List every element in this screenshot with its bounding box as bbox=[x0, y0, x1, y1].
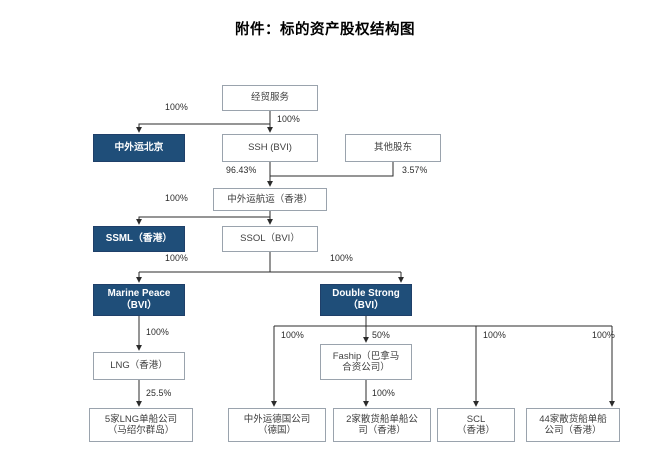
node-sinotrans-beijing[interactable]: 中外运北京 bbox=[93, 134, 185, 162]
edge-label-double-strong-to-sinotrans-de: 100% bbox=[281, 330, 304, 340]
node-label: 中外运德国公司 （德国） bbox=[243, 413, 311, 436]
edge-label-jingmao-to-ssh: 100% bbox=[277, 114, 300, 124]
edge-label-double-strong-to-scl: 100% bbox=[483, 330, 506, 340]
node-label: SCL （香港） bbox=[456, 413, 495, 436]
node-fortyfour-bulk-single-ship-companies[interactable]: 44家散货船单船 公司（香港） bbox=[526, 408, 620, 442]
node-double-strong-bvi[interactable]: Double Strong （BVI） bbox=[320, 284, 412, 316]
edge-label-other-shareholders-to-sinotrans-hk: 3.57% bbox=[402, 165, 428, 175]
edge-label-jingmao-to-sinotrans-bj: 100% bbox=[165, 102, 188, 112]
edge-label-ssol-to-marine-peace: 100% bbox=[165, 253, 188, 263]
node-label: Marine Peace （BVI） bbox=[107, 288, 171, 311]
node-label: SSH (BVI) bbox=[248, 142, 292, 154]
node-lng-hk[interactable]: LNG（香港） bbox=[93, 352, 185, 380]
edge-label-ssh-to-sinotrans-hk: 96.43% bbox=[226, 165, 257, 175]
node-two-bulk-single-ship-companies[interactable]: 2家散货船单船公 司（香港） bbox=[333, 408, 431, 442]
node-label: LNG（香港） bbox=[110, 360, 168, 372]
node-label: 中外运航运（香港） bbox=[227, 193, 313, 205]
node-label: SSML（香港） bbox=[105, 233, 173, 245]
edge-label-double-strong-to-bulk44: 100% bbox=[592, 330, 615, 340]
node-scl-hk[interactable]: SCL （香港） bbox=[437, 408, 515, 442]
node-label: SSOL（BVI） bbox=[240, 233, 300, 245]
node-faship-panama-jv[interactable]: Faship（巴拿马 合资公司） bbox=[320, 344, 412, 380]
node-jingmao-fuwu[interactable]: 经贸服务 bbox=[222, 85, 318, 111]
node-label: 其他股东 bbox=[373, 142, 412, 154]
page-title: 附件：标的资产股权结构图 bbox=[235, 22, 415, 38]
node-label: Double Strong （BVI） bbox=[332, 288, 400, 311]
node-sinotrans-shipping-hk[interactable]: 中外运航运（香港） bbox=[213, 188, 327, 211]
node-label: Faship（巴拿马 合资公司） bbox=[332, 350, 400, 373]
node-label: 经贸服务 bbox=[250, 92, 289, 104]
node-marine-peace-bvi[interactable]: Marine Peace （BVI） bbox=[93, 284, 185, 316]
edge-label-ssol-to-double-strong: 100% bbox=[330, 253, 353, 263]
edge-label-double-strong-to-faship: 50% bbox=[372, 330, 390, 340]
edge-label-marine-peace-to-lng-hk: 100% bbox=[146, 327, 169, 337]
edge-label-sinotrans-hk-to-ssml: 100% bbox=[165, 193, 188, 203]
edge-label-lng-hk-to-lng5: 25.5% bbox=[146, 388, 172, 398]
node-ssh-bvi[interactable]: SSH (BVI) bbox=[222, 134, 318, 162]
node-ssol-bvi[interactable]: SSOL（BVI） bbox=[222, 226, 318, 252]
node-other-shareholders[interactable]: 其他股东 bbox=[345, 134, 441, 162]
node-label: 5家LNG单船公司 （马绍尔群岛） bbox=[104, 413, 178, 436]
node-label: 中外运北京 bbox=[114, 142, 164, 154]
edge-other-holders-to-sinotrans-hk bbox=[270, 162, 394, 177]
node-ssml-hk[interactable]: SSML（香港） bbox=[93, 226, 185, 252]
node-sinotrans-germany[interactable]: 中外运德国公司 （德国） bbox=[228, 408, 326, 442]
edge-jingmao-to-sinotrans-bj bbox=[135, 111, 271, 133]
edge-sinotrans-hk-to-ssml bbox=[135, 211, 271, 225]
node-label: 2家散货船单船公 司（香港） bbox=[346, 413, 418, 436]
edge-label-faship-to-bulk2: 100% bbox=[372, 388, 395, 398]
node-five-lng-single-ship-companies[interactable]: 5家LNG单船公司 （马绍尔群岛） bbox=[89, 408, 193, 442]
node-label: 44家散货船单船 公司（香港） bbox=[539, 413, 607, 436]
